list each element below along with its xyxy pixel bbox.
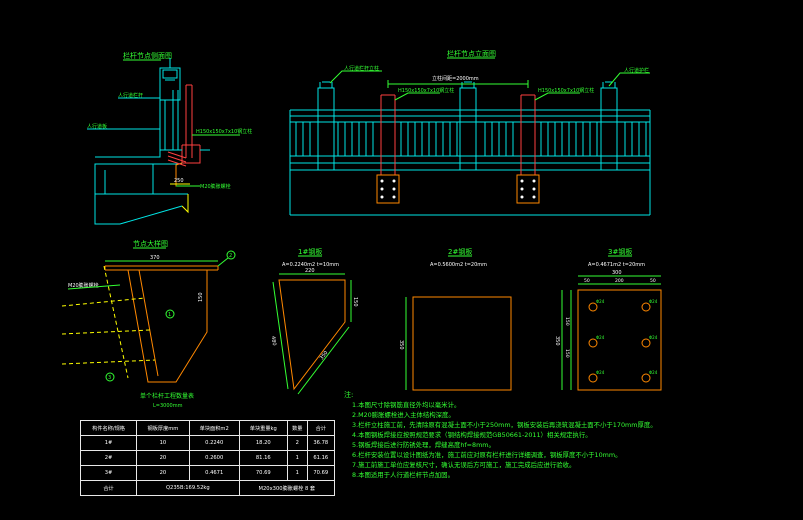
- plate-3-hole-label: Φ24: [649, 299, 658, 304]
- plate-3-dim-side-b: 150: [564, 349, 570, 358]
- plate-2-title: 2#钢板: [448, 247, 472, 256]
- plate-1-title: 1#钢板: [298, 247, 322, 256]
- quantity-table-caption: 单个栏杆工程数量表: [140, 392, 194, 400]
- plate-2-view: 2#钢板 A=0.5600m2 t=20mm 350: [398, 247, 512, 391]
- front-leader-steel-left: H150x150x7x10钢立柱: [398, 87, 454, 94]
- side-leader-bolt: M20膨胀螺栓: [200, 183, 231, 190]
- plate-1-view: 1#钢板 A=0.2240m2 t=10mm 220 480 150 350: [270, 247, 358, 395]
- table-cell: 3#: [79, 465, 138, 481]
- table-row: 1# 10 0.2240 18.20 2 36.78: [79, 435, 336, 451]
- callout-circle-2: [226, 250, 236, 260]
- table-cell: 合计: [79, 480, 138, 496]
- side-leader-slab: 人行道板: [87, 123, 107, 130]
- plate-3-dim-top-c: 50: [650, 278, 656, 284]
- plate-3-dim-top-b: 200: [615, 278, 624, 284]
- table-cell: 61.16: [306, 450, 336, 466]
- table-cell: 2#: [79, 450, 138, 466]
- note-item: 8.本图适用于人行道栏杆节点加固。: [352, 471, 454, 479]
- plate-3-hole-label: Φ24: [649, 370, 658, 375]
- plate-1-dim-top: 220: [305, 268, 315, 274]
- anchor-bolt-label: M20膨胀螺栓: [68, 282, 99, 289]
- plate-1-spec: A=0.2240m2 t=10mm: [282, 262, 339, 268]
- table-header-cell: 单块重量kg: [238, 420, 288, 436]
- plate-3-title: 3#钢板: [608, 247, 632, 256]
- side-dim: 250: [174, 178, 184, 184]
- table-cell: 1: [286, 465, 308, 481]
- notes-heading: 注:: [344, 391, 354, 399]
- plate-1-dim-left: 480: [270, 336, 277, 346]
- anchor-detail-view: 节点大样图 370 150 M20膨胀螺栓 2 1 3 单个栏杆工程数量表 L=…: [61, 239, 236, 409]
- note-item: 1.本图尺寸除钢筋直径外均以毫米计。: [352, 401, 461, 409]
- plate-1-dim-diag: 350: [319, 350, 330, 361]
- table-header-cell: 合计: [306, 420, 336, 436]
- side-leader-steel: H150x150x7x10钢立柱: [196, 128, 252, 135]
- table-cell: 1#: [79, 435, 138, 451]
- table-cell: 81.16: [238, 450, 288, 466]
- anchor-dim-side: 150: [198, 292, 204, 302]
- table-cell: 20: [136, 450, 190, 466]
- table-cell: 2: [286, 435, 308, 451]
- table-row: 2# 20 0.2600 81.16 1 61.16: [79, 450, 336, 466]
- note-item: 6.栏杆安装位置以设计图纸为准，施工前应对原有栏杆进行详细调查，钢板厚度不小于1…: [352, 451, 622, 459]
- side-leader-rail: 人行道栏杆: [118, 92, 143, 99]
- note-item: 2.M20膨胀螺栓进入主体结构深度。: [352, 411, 455, 419]
- callout-circle-1: [165, 309, 175, 319]
- plate-3-hole-label: Φ24: [596, 335, 605, 340]
- plate-2-dim-side: 350: [398, 340, 404, 350]
- table-cell: 1: [286, 450, 308, 466]
- table-header-row: 构件名称/规格 钢板厚度mm 单块面积m2 单块重量kg 数量 合计: [79, 420, 336, 436]
- side-elevation-title: 栏杆节点侧面图: [123, 51, 172, 60]
- note-item: 3.栏杆立柱施工前，先清除原有混凝土面不小于250mm，钢板安装后再浇筑混凝土面…: [352, 421, 657, 429]
- table-cell: Q235B:169.52kg: [136, 480, 240, 496]
- front-leader-rail: 人行道栏杆立柱: [344, 65, 379, 72]
- plate-3-hole-label: Φ24: [649, 335, 658, 340]
- note-item: 5.钢板焊接后进行防锈处理，焊缝高度hf=8mm。: [352, 441, 495, 449]
- plate-3-dim-side-a: 150: [564, 317, 570, 326]
- table-cell: M20x300膨胀螺栓 8 套: [238, 480, 336, 496]
- plate-1-dim-right: 150: [352, 297, 358, 307]
- plate-3-hole-label: Φ24: [596, 370, 605, 375]
- table-header-cell: 钢板厚度mm: [136, 420, 190, 436]
- plate-3-spec: A=0.4671m2 t=20mm: [588, 262, 645, 268]
- callout-3-label: 3: [108, 375, 111, 381]
- table-header-cell: 数量: [286, 420, 308, 436]
- anchor-dim-top: 370: [150, 255, 160, 261]
- table-cell: 70.69: [306, 465, 336, 481]
- front-elevation-title: 栏杆节点立面图: [447, 49, 496, 58]
- anchor-detail-title: 节点大样图: [133, 239, 168, 248]
- front-elevation-view: 栏杆节点立面图: [289, 49, 651, 216]
- table-cell: 36.78: [306, 435, 336, 451]
- table-header-cell: 单块面积m2: [188, 420, 240, 436]
- table-cell: 18.20: [238, 435, 288, 451]
- plate-2-spec: A=0.5600m2 t=20mm: [430, 262, 487, 268]
- table-cell: 20: [136, 465, 190, 481]
- callout-2-label: 2: [229, 253, 232, 259]
- plate-3-dim-top-a: 50: [584, 278, 590, 284]
- plate-3-view: 3#钢板 A=0.4671m2 t=20mm 300 50 200 50 350…: [554, 247, 662, 391]
- table-header-cell: 构件名称/规格: [79, 420, 138, 436]
- plate-3-hole-label: Φ24: [596, 299, 605, 304]
- post-spacing-dim: 立柱间距=2000mm: [432, 75, 479, 82]
- table-cell: 0.4671: [188, 465, 240, 481]
- front-leader-steel-right: H150x150x7x10钢立柱: [538, 87, 594, 94]
- table-row: 3# 20 0.4671 70.69 1 70.69: [79, 465, 336, 481]
- table-cell: 0.2600: [188, 450, 240, 466]
- quantity-table: 构件名称/规格 钢板厚度mm 单块面积m2 单块重量kg 数量 合计 1# 10…: [79, 420, 336, 496]
- table-cell: 0.2240: [188, 435, 240, 451]
- table-cell: 10: [136, 435, 190, 451]
- plate-3-dim-side: 350: [554, 336, 560, 346]
- note-item: 7.施工前施工单位应复核尺寸，确认无误后方可施工，施工完成后应进行验收。: [352, 461, 576, 469]
- quantity-table-subcaption: L=3000mm: [153, 403, 183, 409]
- table-cell: 70.69: [238, 465, 288, 481]
- table-footer-row: 合计 Q235B:169.52kg M20x300膨胀螺栓 8 套: [79, 480, 336, 496]
- front-leader-rail-right: 人行道护栏: [624, 67, 649, 74]
- callout-circle-3: [105, 372, 115, 382]
- plate-3-dim-top: 300: [612, 270, 622, 276]
- callout-1-label: 1: [168, 312, 171, 318]
- note-item: 4.本图钢板焊接应按照规范要求（钢结构焊接规范GB50661-2011）相关规定…: [352, 431, 592, 439]
- side-elevation-view: 栏杆节点侧面图 人行道栏杆: [87, 51, 252, 225]
